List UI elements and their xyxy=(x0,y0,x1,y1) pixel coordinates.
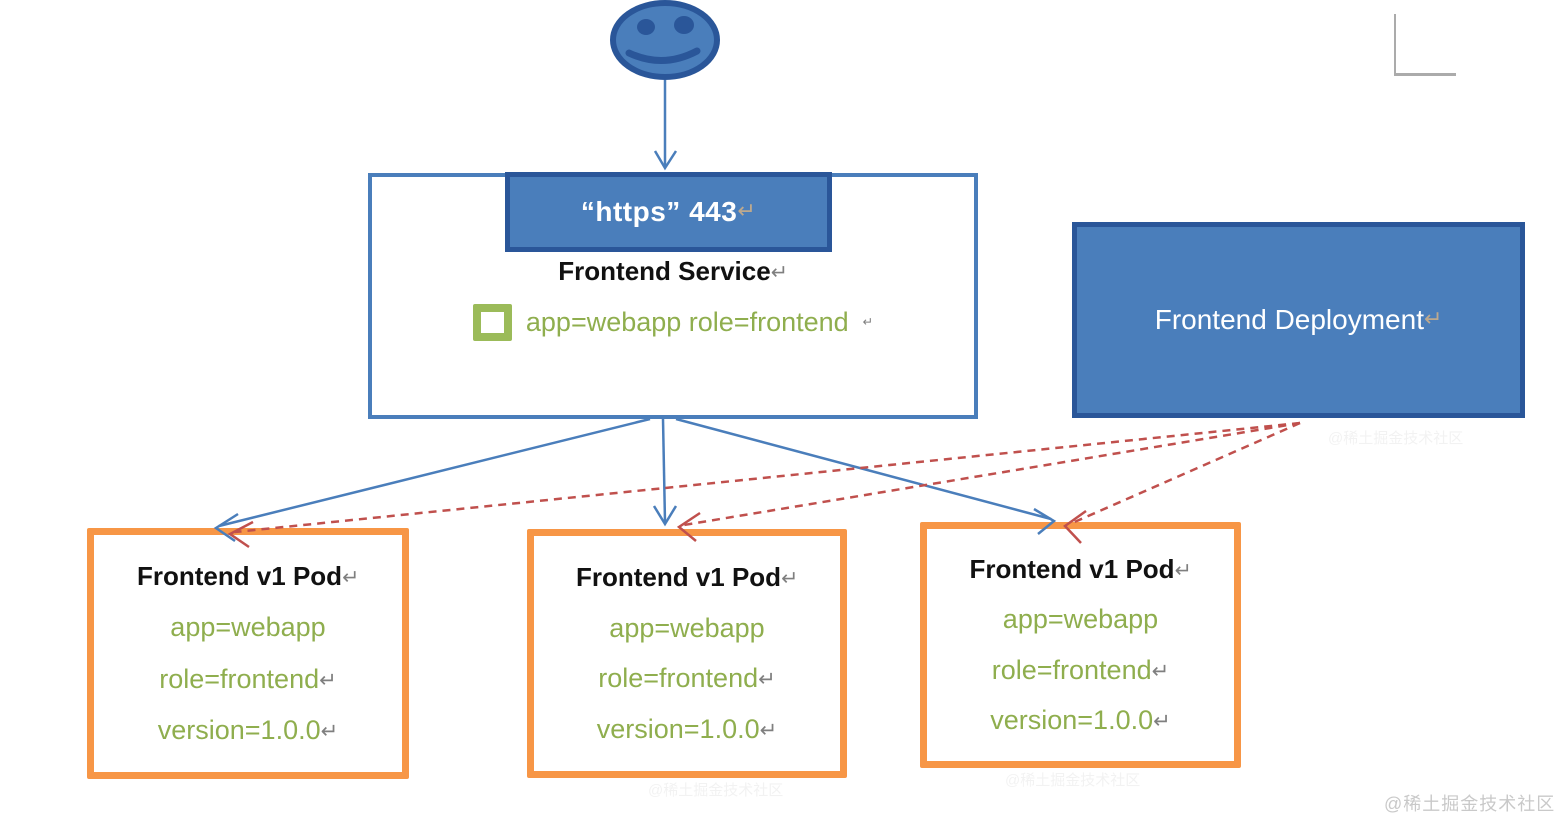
pod-label-app: app=webapp xyxy=(170,612,326,643)
pod-label-version: version=1.0.0↵ xyxy=(990,704,1171,735)
pod-label-role: role=frontend↵ xyxy=(598,663,776,694)
pod-label-role: role=frontend↵ xyxy=(991,654,1170,685)
pod-box-3: Frontend v1 Pod↵ app=webapp role=fronten… xyxy=(920,522,1241,768)
return-mark: ↵ xyxy=(758,668,776,692)
pod-label-app: app=webapp xyxy=(1002,604,1159,635)
pod-box-1: Frontend v1 Pod↵ app=webapp role=fronten… xyxy=(87,528,409,779)
return-mark: ↵ xyxy=(737,198,757,223)
service-port-label: “https” 443 xyxy=(580,196,738,227)
pod-box-2: Frontend v1 Pod↵ app=webapp role=fronten… xyxy=(527,529,847,778)
frontend-deployment-box: Frontend Deployment↵ xyxy=(1072,222,1525,418)
service-selector-label: app=webapp role=frontend xyxy=(525,307,849,337)
user-to-service-arrow xyxy=(653,80,678,171)
return-mark: ↵ xyxy=(1153,709,1171,733)
return-mark: ↵ xyxy=(770,262,788,284)
return-mark: ↵ xyxy=(320,719,339,743)
return-mark: ↵ xyxy=(781,567,799,590)
pod-label-role: role=frontend↵ xyxy=(159,663,337,694)
pod-title: Frontend v1 Pod↵ xyxy=(969,554,1192,585)
smiley-face-icon xyxy=(610,0,720,80)
pod-title: Frontend v1 Pod↵ xyxy=(136,561,360,592)
watermark-tile: @稀土掘金技术社区 xyxy=(1005,772,1141,789)
pod-title: Frontend v1 Pod↵ xyxy=(575,561,799,592)
pod-label-app: app=webapp xyxy=(609,612,765,643)
return-mark: ↵ xyxy=(759,719,778,743)
return-mark: ↵ xyxy=(1423,306,1443,331)
pod-label-version: version=1.0.0↵ xyxy=(157,714,339,745)
return-mark: ↵ xyxy=(1151,659,1170,683)
page-corner-mark xyxy=(1394,14,1456,76)
return-mark: ↵ xyxy=(342,567,360,590)
watermark: @稀土掘金技术社区 xyxy=(1384,794,1556,814)
service-selector-row: app=webapp role=frontend ↵ xyxy=(368,304,978,341)
pod-label-version: version=1.0.0↵ xyxy=(596,714,778,745)
return-mark: ↵ xyxy=(862,315,874,329)
green-square-icon xyxy=(472,304,512,341)
service-title: Frontend Service↵ xyxy=(558,256,788,286)
service-port-badge: “https” 443↵ xyxy=(505,172,832,252)
deployment-title: Frontend Deployment xyxy=(1154,304,1424,335)
return-mark: ↵ xyxy=(319,668,337,692)
return-mark: ↵ xyxy=(1174,560,1192,583)
watermark-tile: @稀土掘金技术社区 xyxy=(1328,430,1464,447)
watermark-tile: @稀土掘金技术社区 xyxy=(648,782,784,799)
